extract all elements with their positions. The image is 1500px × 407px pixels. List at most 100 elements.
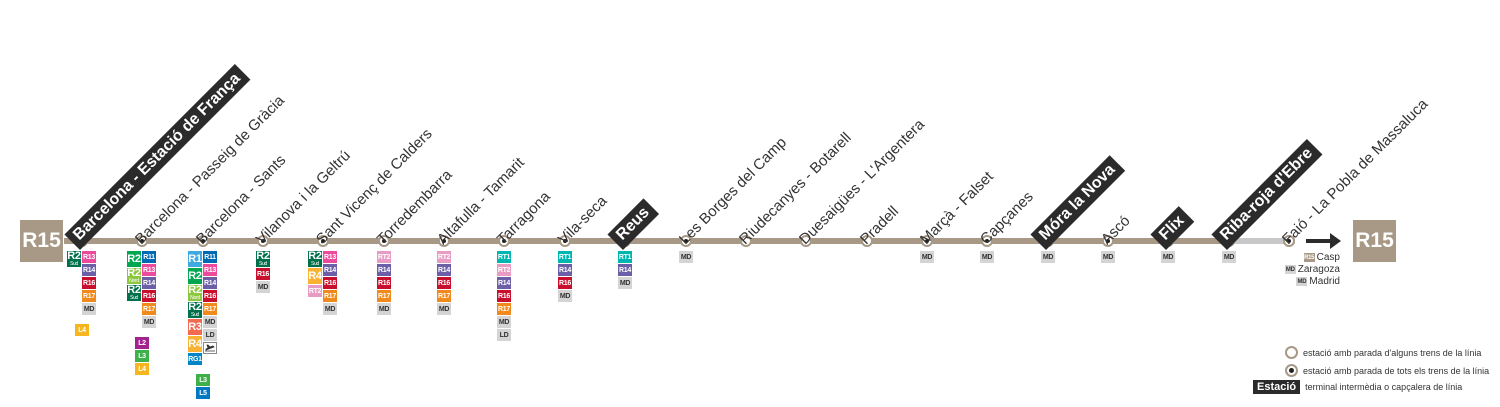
service-badge-md: MD [82, 303, 96, 315]
service-badge-r11: R11 [142, 251, 156, 263]
service-badge-md: MD [323, 303, 337, 315]
service-badge-md: MD [1101, 251, 1115, 263]
station-stop[interactable] [740, 235, 752, 247]
service-badge-r16: R16 [377, 277, 391, 289]
service-badge-r14: R14 [323, 264, 337, 276]
service-badge-r13: R13 [142, 264, 156, 276]
station-services: MD [1161, 251, 1175, 263]
destination-name: Madrid [1309, 276, 1340, 287]
track-extension [1229, 238, 1295, 244]
legend-terminal-text: terminal intermèdia o capçalera de línia [1305, 382, 1463, 392]
station-stop[interactable] [981, 235, 993, 247]
service-badge-rt2: RT2 [308, 285, 322, 297]
service-badge-rt2: RT2 [377, 251, 391, 263]
station-label[interactable]: Riudecanyes - Botarell [735, 129, 855, 248]
service-badge-md: MD [679, 251, 693, 263]
service-badge-r14: R14 [437, 264, 451, 276]
station-stop[interactable] [136, 235, 148, 247]
service-badge-md: MD [142, 316, 156, 328]
station-stop[interactable] [800, 235, 812, 247]
legend-terminal: Estació terminal intermèdia o capçalera … [1253, 380, 1462, 394]
station-stop[interactable] [317, 235, 329, 247]
station-services: MD [920, 251, 934, 263]
service-badge-r17: R17 [203, 303, 217, 315]
service-badge-rg1: RG1 [188, 353, 202, 365]
service-badge-r17: R17 [82, 290, 96, 302]
service-badge-l4: L4 [75, 324, 89, 336]
service-badge-r14: R14 [558, 264, 572, 276]
service-badge-rt2: RT2 [437, 251, 451, 263]
station-stop[interactable] [197, 235, 209, 247]
service-badge-r14: R14 [142, 277, 156, 289]
service-badge-md: MD [256, 281, 270, 293]
service-badge-rt2: RT2 [497, 264, 511, 276]
service-badge-md: MD [377, 303, 391, 315]
station-stop[interactable] [378, 235, 390, 247]
arrow-right-icon [1306, 233, 1341, 249]
service-badge-r16: R16 [256, 268, 270, 280]
terminal-box-sample: Estació [1253, 380, 1301, 394]
station-stop[interactable] [1283, 235, 1295, 247]
service-badge-l3: L3 [196, 374, 210, 386]
station-label[interactable]: Duesaigües - L'Argentera [795, 116, 928, 248]
service-badge-md: MD [1222, 251, 1236, 263]
service-badge-ld: LD [203, 329, 217, 341]
service-badge-r14: R14 [377, 264, 391, 276]
station-stop[interactable] [257, 235, 269, 247]
station-stop[interactable] [921, 235, 933, 247]
station-label[interactable]: Sant Vicenç de Calders [312, 125, 436, 248]
open-stop-icon [1285, 346, 1298, 359]
station-services: MD [1101, 251, 1115, 263]
station-stop[interactable] [498, 235, 510, 247]
service-badge-r17: R17 [437, 290, 451, 302]
legend-some: estació amb parada d'alguns trens de la … [1253, 346, 1481, 359]
metro-connections: L4 [75, 324, 89, 336]
legend-some-text: estació amb parada d'alguns trens de la … [1303, 347, 1482, 358]
services-column-right: MD [920, 251, 934, 263]
service-badge-md: MD [618, 277, 632, 289]
station-stop[interactable] [1102, 235, 1114, 247]
service-badge-r16: R16 [142, 290, 156, 302]
service-badge-r13: R13 [203, 264, 217, 276]
service-badge-rt1: RT1 [558, 251, 572, 263]
station-stop[interactable] [559, 235, 571, 247]
service-badge-r2: R2 [188, 268, 202, 284]
destination-badge: MD [1284, 265, 1296, 274]
station-stop[interactable] [861, 235, 873, 247]
service-badge-md: MD [558, 290, 572, 302]
service-badge-r11: R11 [203, 251, 217, 263]
service-badge-r16: R16 [323, 277, 337, 289]
service-badge-r17: R17 [323, 290, 337, 302]
station-services: MD [1222, 251, 1236, 263]
service-badge-r14: R14 [203, 277, 217, 289]
station-stop[interactable] [438, 235, 450, 247]
service-badge-r4: R4 [188, 336, 202, 352]
service-badge-md: MD [203, 316, 217, 328]
station-stop[interactable] [680, 235, 692, 247]
station-label[interactable]: Les Borges del Camp [675, 133, 791, 248]
line-badge-left: R15 [20, 220, 63, 262]
